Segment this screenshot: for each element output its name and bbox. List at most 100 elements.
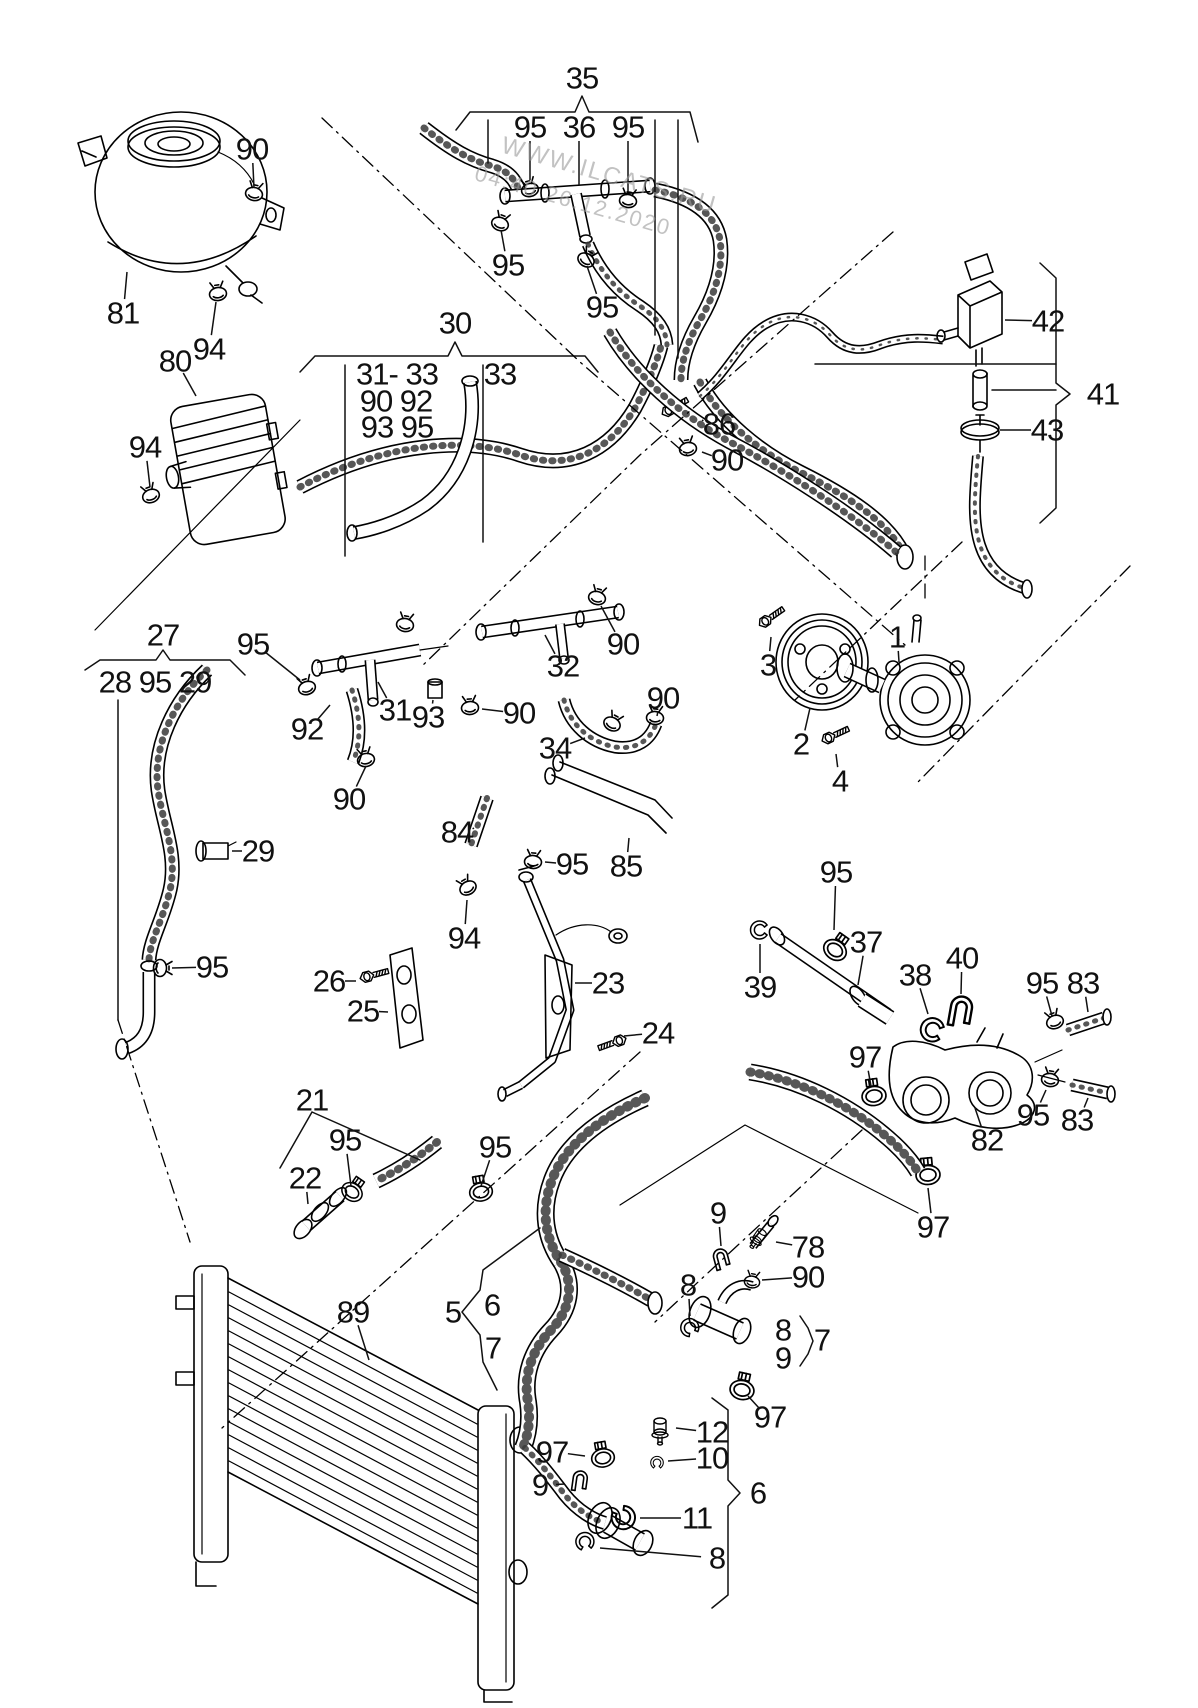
callout-84-34: 84 bbox=[441, 815, 474, 850]
leader-95-35 bbox=[544, 861, 557, 864]
callout-95-23: 95 bbox=[237, 627, 269, 662]
leader-97-75 bbox=[567, 1452, 586, 1457]
bracket-41 bbox=[1039, 262, 1071, 524]
callout-78-60: 78 bbox=[792, 1230, 824, 1265]
leader-42-18 bbox=[1004, 319, 1033, 322]
leader-85-36 bbox=[626, 837, 630, 853]
leader-83-54 bbox=[1084, 996, 1089, 1013]
callout-4-46: 4 bbox=[832, 764, 849, 799]
callout-41-19: 41 bbox=[1087, 377, 1119, 412]
callout-43-20: 43 bbox=[1031, 413, 1063, 448]
leader-38-50 bbox=[919, 988, 929, 1015]
hose-21-22 bbox=[293, 1135, 443, 1240]
perspective-lines bbox=[94, 419, 919, 1214]
callout-3-43: 3 bbox=[760, 648, 776, 683]
callout-23-41: 23 bbox=[592, 966, 624, 1001]
callout-90-92-13: 90 92 bbox=[360, 384, 433, 419]
group-brackets bbox=[84, 95, 814, 1609]
callout-93-26: 93 bbox=[412, 700, 444, 735]
radiator-outlet-fittings bbox=[520, 1442, 654, 1557]
coolant-pipe-23 bbox=[389, 865, 628, 1102]
callout-89-70: 89 bbox=[337, 1295, 369, 1330]
callout-95-3: 95 bbox=[612, 110, 644, 145]
callout-30-11: 30 bbox=[439, 306, 472, 341]
leader-95-6 bbox=[586, 265, 598, 295]
leader-8-80 bbox=[599, 1547, 702, 1558]
leader-83-57 bbox=[1083, 1097, 1089, 1108]
callout-81-7: 81 bbox=[107, 296, 139, 331]
leader-90-4 bbox=[252, 162, 255, 189]
callout-83-54: 83 bbox=[1067, 966, 1099, 1001]
leader-90-61 bbox=[761, 1277, 793, 1281]
leader-90-32 bbox=[355, 765, 367, 787]
leader-8-62 bbox=[688, 1298, 691, 1317]
callout-35-0: 35 bbox=[566, 61, 598, 96]
callout-97-66: 97 bbox=[754, 1400, 786, 1435]
callout-1-44: 1 bbox=[889, 620, 905, 655]
callout-82-55: 82 bbox=[971, 1123, 1003, 1158]
leader-24-42 bbox=[623, 1033, 643, 1037]
leader-31-25 bbox=[377, 681, 388, 699]
callout-6-81: 6 bbox=[750, 1476, 766, 1511]
callout-9-59: 9 bbox=[710, 1196, 726, 1231]
leader-94-8 bbox=[210, 301, 217, 336]
callout-93-95-14: 93 95 bbox=[361, 410, 434, 445]
leader-97-52 bbox=[867, 1070, 872, 1087]
leader-4-46 bbox=[835, 753, 839, 768]
leader-12-77 bbox=[675, 1427, 697, 1432]
callout-90-4: 90 bbox=[236, 132, 269, 167]
thermostat-housing-group bbox=[768, 926, 1116, 1130]
leader-37-48 bbox=[857, 955, 864, 986]
leader-3-43 bbox=[768, 636, 772, 652]
leader-95-53 bbox=[1045, 996, 1053, 1017]
callout-80-9: 80 bbox=[159, 344, 192, 379]
callout-33-15: 33 bbox=[484, 357, 516, 392]
callout-90-29: 90 bbox=[607, 627, 640, 662]
callout-95-1: 95 bbox=[514, 110, 546, 145]
callout-94-10: 94 bbox=[129, 430, 162, 465]
callout-97-75: 97 bbox=[536, 1435, 568, 1470]
callout-94-8: 94 bbox=[193, 332, 226, 367]
leader-90-17 bbox=[701, 451, 713, 457]
callout-90-32: 90 bbox=[333, 782, 366, 817]
leader-97-66 bbox=[747, 1395, 759, 1408]
leader-97-58 bbox=[927, 1187, 932, 1214]
leader-84-34 bbox=[472, 827, 475, 830]
callout-29-33: 29 bbox=[242, 834, 274, 869]
leader-90-29 bbox=[600, 605, 616, 633]
callout-27-21: 27 bbox=[147, 618, 179, 653]
callout-32-28: 32 bbox=[547, 649, 579, 684]
callout-25-40: 25 bbox=[347, 994, 379, 1029]
expansion-tank bbox=[77, 111, 285, 304]
leader-94-37 bbox=[464, 899, 468, 925]
leader-95-38 bbox=[171, 966, 197, 969]
callout-94-37: 94 bbox=[448, 921, 481, 956]
callout-95-5: 95 bbox=[492, 248, 524, 283]
callout-11-79: 11 bbox=[682, 1501, 712, 1536]
oil-cooler bbox=[165, 393, 288, 546]
callout-22-69: 22 bbox=[289, 1161, 321, 1196]
callout-31-25: 31 bbox=[379, 693, 411, 728]
leader-95-56 bbox=[1039, 1089, 1047, 1103]
leader-95-47 bbox=[833, 885, 837, 931]
vacuum-valve-and-filter bbox=[697, 253, 1057, 599]
leader-86-16 bbox=[701, 419, 704, 422]
callout-9-64: 9 bbox=[775, 1341, 791, 1376]
callout-6-72: 6 bbox=[484, 1288, 500, 1323]
callout-8-62: 8 bbox=[680, 1268, 696, 1303]
leader-89-70 bbox=[357, 1325, 370, 1361]
leader-2-45 bbox=[804, 707, 811, 731]
callout-8-80: 8 bbox=[709, 1541, 725, 1576]
callout-92-24: 92 bbox=[291, 712, 323, 747]
callout-95-56: 95 bbox=[1017, 1098, 1049, 1133]
callout-95-35: 95 bbox=[556, 847, 588, 882]
leader-9-59 bbox=[718, 1226, 722, 1247]
radiator bbox=[175, 1265, 531, 1703]
callout-90-30: 90 bbox=[647, 681, 680, 716]
callout-12-77: 12 bbox=[696, 1415, 728, 1450]
callout-86-16: 86 bbox=[703, 407, 735, 442]
callout-90-17: 90 bbox=[711, 443, 744, 478]
callout-39-49: 39 bbox=[744, 970, 776, 1005]
callout-95-6: 95 bbox=[586, 290, 618, 325]
